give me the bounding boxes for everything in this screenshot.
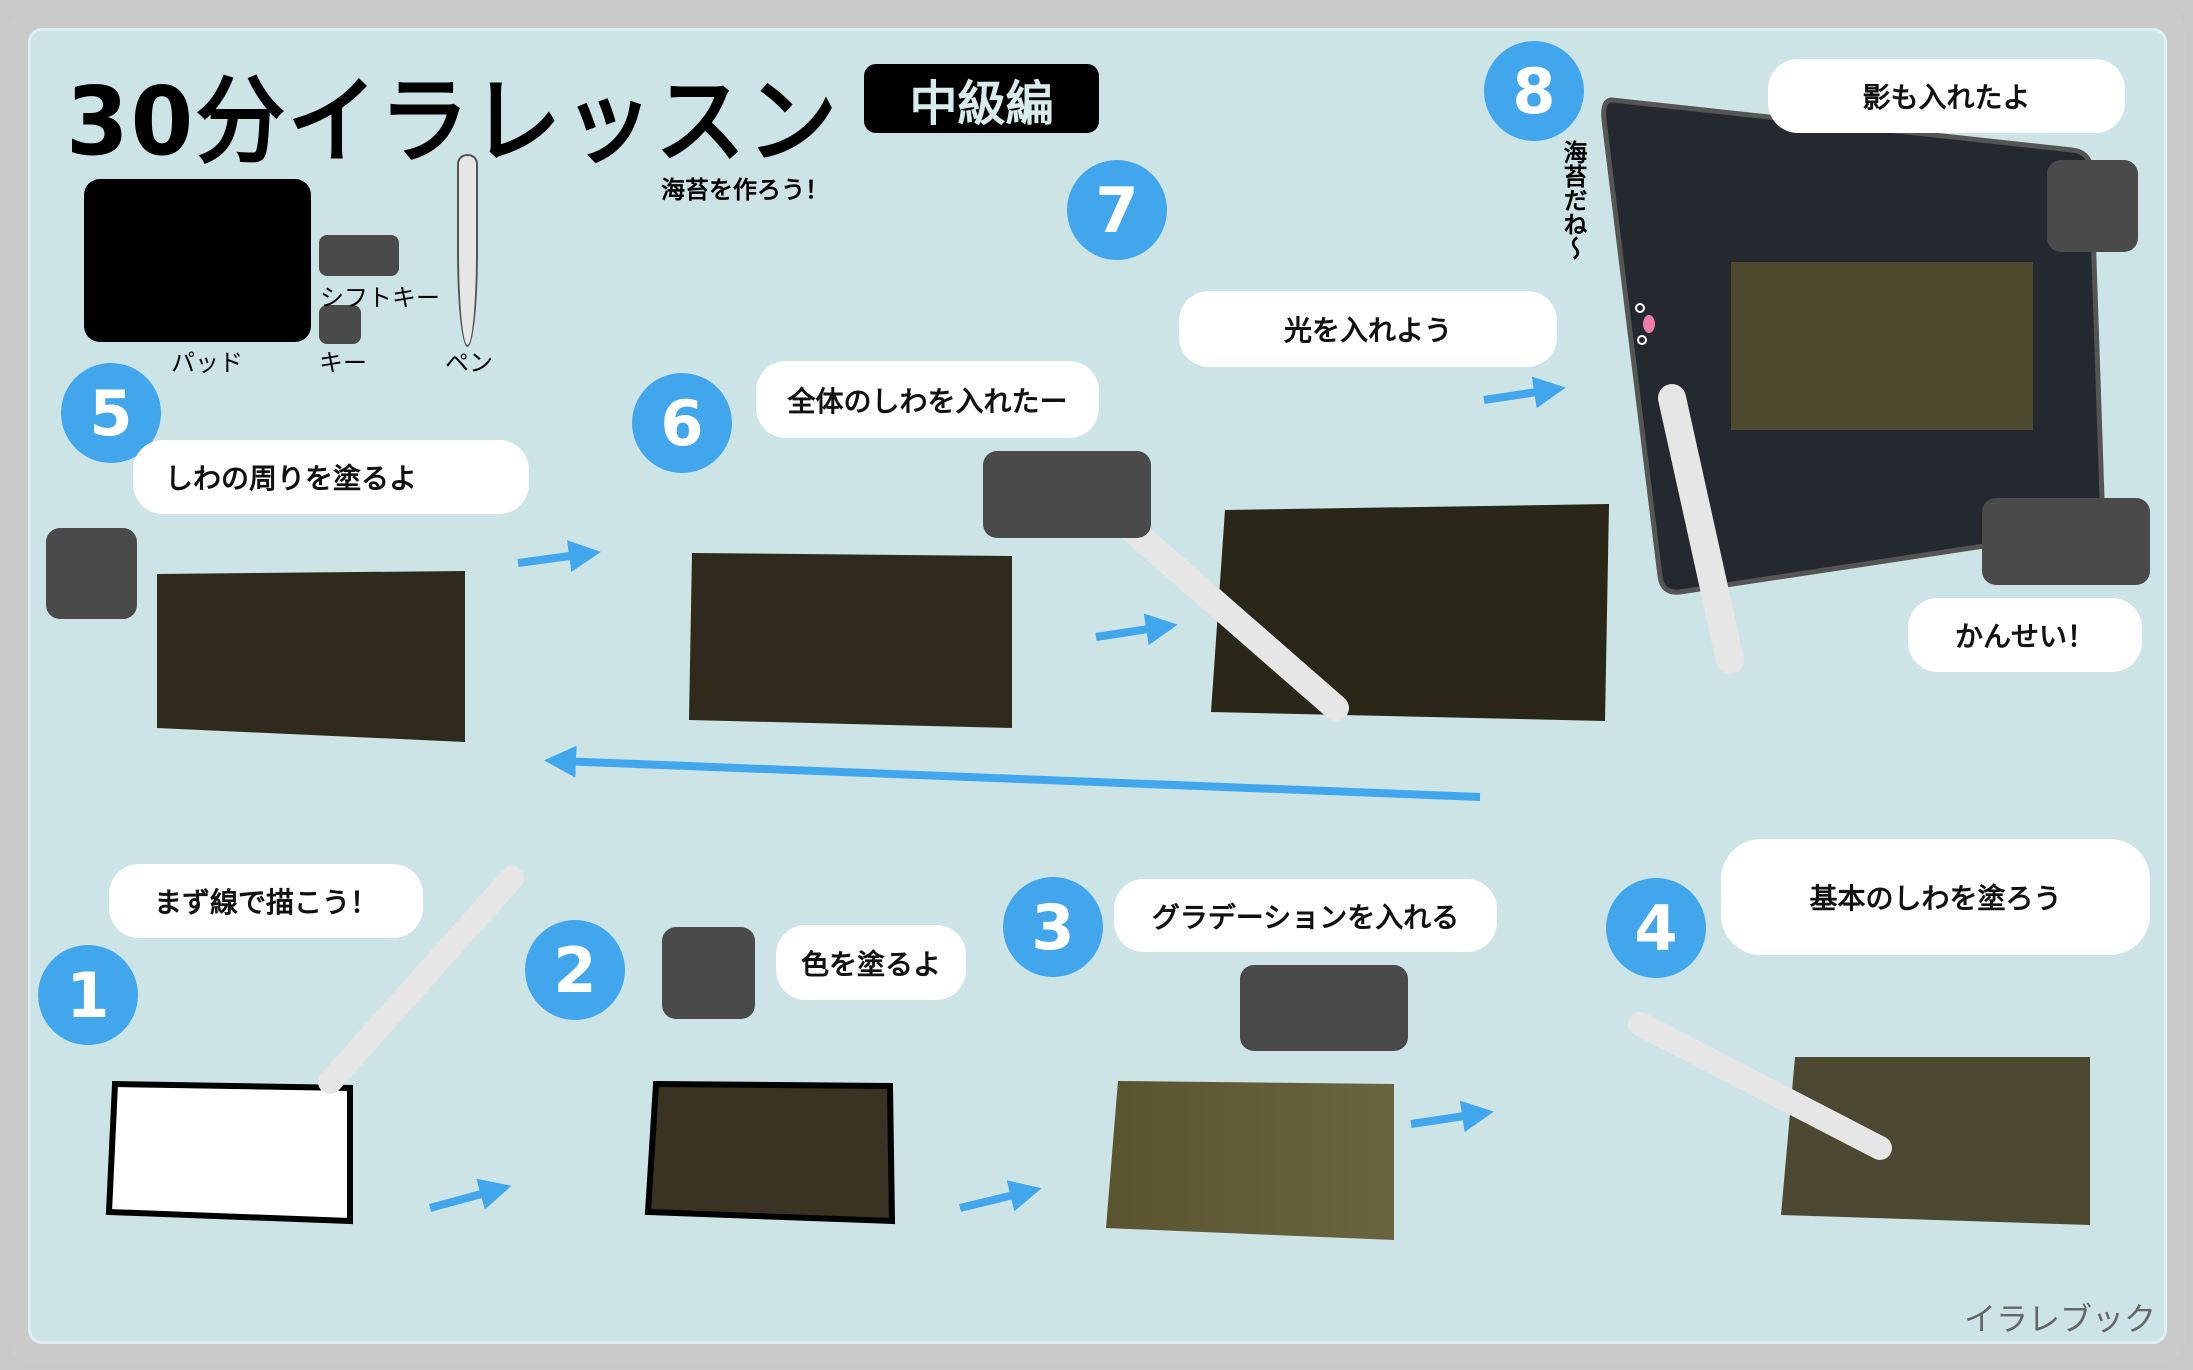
arrow-5-6 [517, 540, 601, 572]
character-square-step8 [2047, 160, 2138, 252]
key-illustration [319, 305, 361, 344]
watermark: イラレブック [1964, 1300, 2157, 1338]
arrow-3-4 [1410, 1100, 1494, 1133]
pen-step4 [1628, 1012, 1892, 1160]
bubble-step1: まず線で描こう！ [109, 864, 423, 938]
seaweed-step6 [689, 553, 1012, 728]
arrow-7-8 [1483, 376, 1566, 409]
bubble-step4: 基本のしわを塗ろう [1721, 839, 2150, 955]
legend-key-label: キー [319, 349, 367, 377]
arrow-2-3 [959, 1180, 1042, 1212]
step8-note: 海苔だね～ [1559, 140, 1587, 260]
seaweed-step1 [105, 1080, 353, 1225]
bubble-step2: 色を塗るよ [776, 925, 966, 1000]
pen-illustration [457, 154, 478, 347]
arrow-4-5 [544, 745, 1481, 801]
level-badge: 中級編 [864, 64, 1099, 133]
step-1-circle: 1 [38, 945, 138, 1045]
seaweed-step4 [1781, 1057, 2090, 1225]
pen-step1 [318, 866, 524, 1094]
legend-pen-label: ペン [445, 349, 493, 377]
step-7-circle: 7 [1067, 160, 1167, 260]
pen-step7 [1117, 515, 1349, 721]
character-rect-step8 [1982, 498, 2150, 585]
arrow-6-7 [1095, 613, 1178, 646]
character-square-step5 [46, 528, 137, 619]
bubble-step6: 全体のしわを入れたー [756, 361, 1099, 438]
step-4-circle: 4 [1606, 878, 1706, 978]
pad-illustration [84, 179, 311, 342]
step-6-circle: 6 [632, 373, 732, 473]
bubble-step7: 光を入れよう [1179, 291, 1557, 367]
legend-pad-label: パッド [171, 349, 243, 377]
arrow-1-2 [428, 1178, 512, 1212]
step-8-circle: 8 [1484, 41, 1584, 141]
bubble-step5: しわの周りを塗るよ [133, 440, 529, 514]
bubble-step3: グラデーションを入れる [1114, 879, 1497, 952]
character-rect-step6 [983, 451, 1151, 538]
legend-shift-key-label: シフトキー [320, 284, 440, 312]
seaweed-step7 [1211, 504, 1609, 721]
bubble-step8: 影も入れたよ [1768, 59, 2125, 133]
step-3-circle: 3 [1003, 877, 1103, 977]
seaweed-step2 [644, 1080, 896, 1225]
pen-step8 [1658, 384, 1744, 674]
subtitle: 海苔を作ろう！ [661, 176, 829, 204]
shift-key-illustration [319, 235, 399, 276]
tablet-illustration [1601, 97, 2106, 595]
bubble-complete: かんせい！ [1908, 598, 2142, 672]
character-square-step2 [662, 927, 755, 1019]
character-rect-step3 [1240, 965, 1408, 1051]
page-title: 30分イラレッスン [66, 66, 840, 178]
seaweed-step3 [1106, 1081, 1394, 1240]
step-2-circle: 2 [525, 920, 625, 1020]
seaweed-step5 [157, 571, 465, 742]
